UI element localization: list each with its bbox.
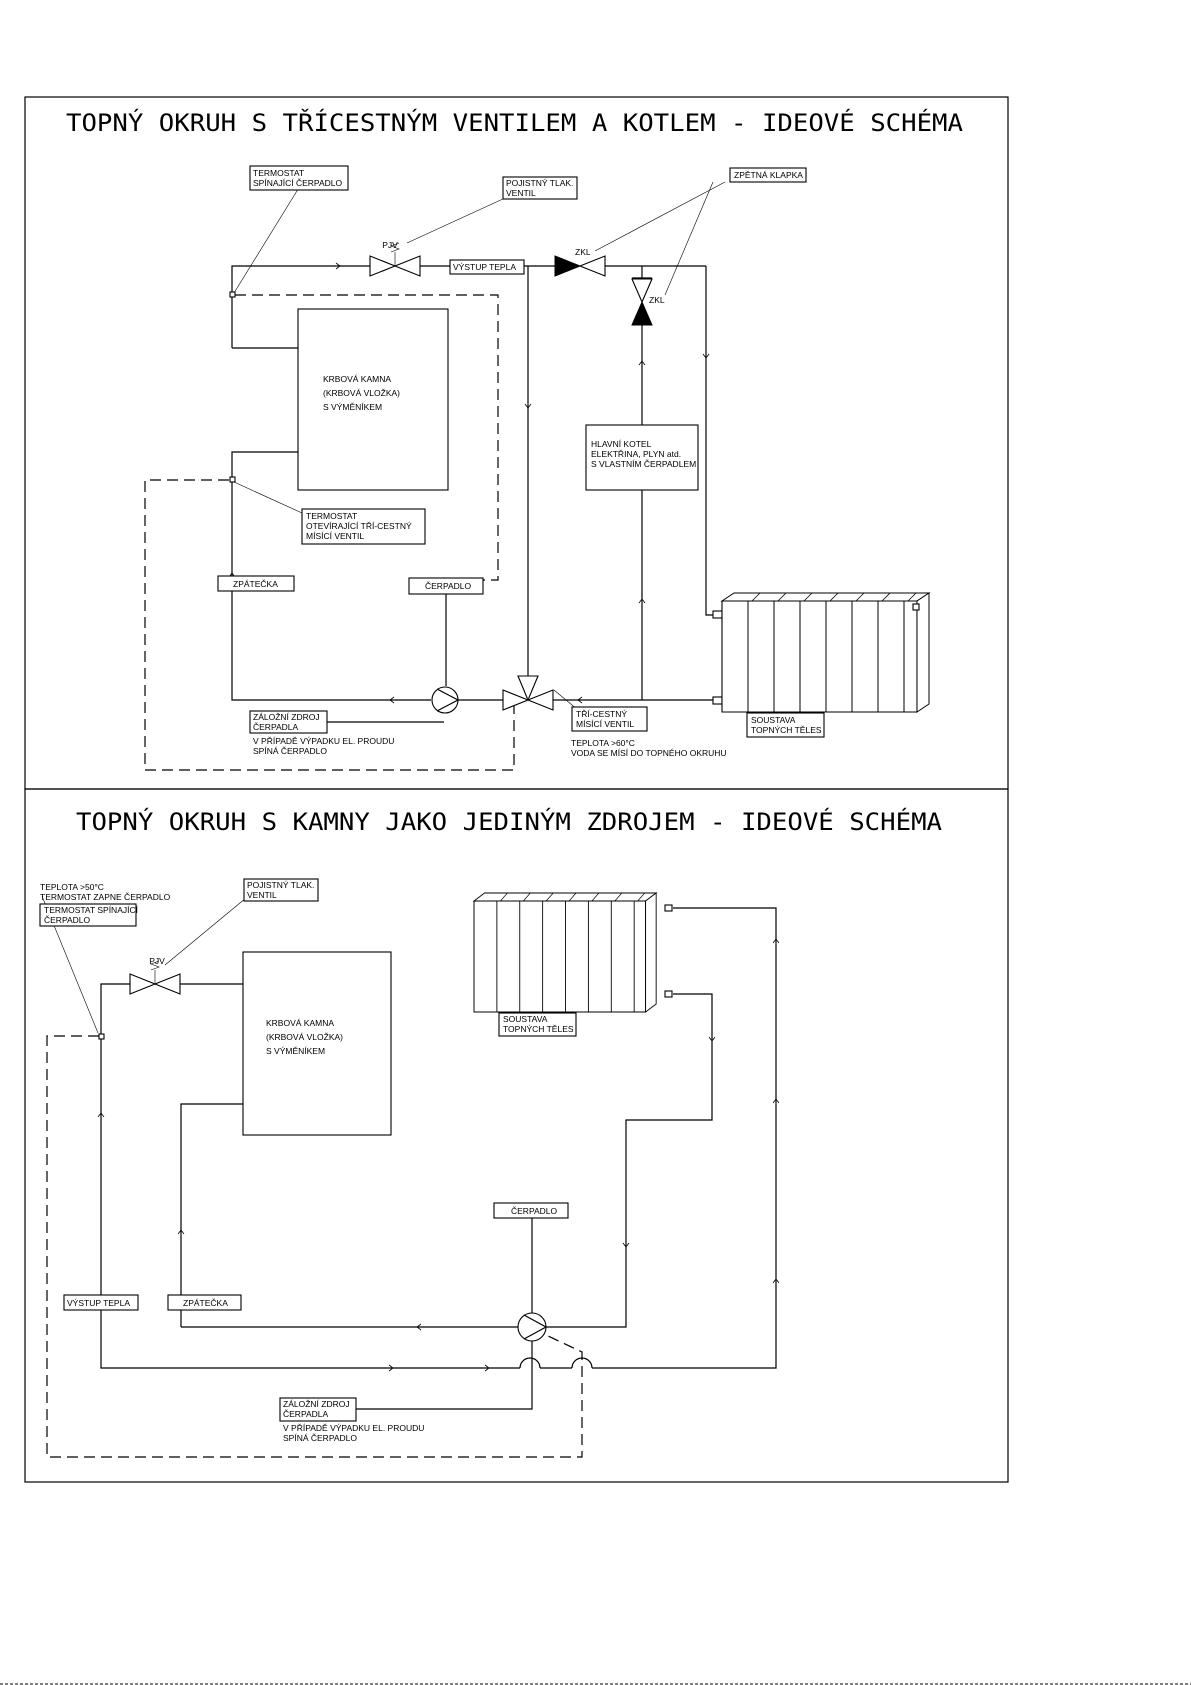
svg-text:SOUSTAVA: SOUSTAVA [751, 715, 796, 725]
diagram-2-safety-valve: PJV [129, 956, 181, 995]
diagram-1-boiler-line-1: HLAVNÍ KOTEL [591, 439, 652, 449]
diagram-1-fireplace: KRBOVÁ KAMNA (KRBOVÁ VLOŽKA) S VÝMĚNÍKEM [297, 308, 449, 491]
svg-text:MÍSÍCÍ VENTIL: MÍSÍCÍ VENTIL [576, 719, 634, 729]
svg-text:POJISTNÝ TLAK.: POJISTNÝ TLAK. [506, 178, 573, 188]
diagram-2-fireplace-line-2: (KRBOVÁ VLOŽKA) [266, 1032, 343, 1042]
diagram-1-label-three-way: TŘÍ-CESTNÝ MÍSÍCÍ VENTIL TEPLOTA >60°C V… [571, 706, 727, 758]
svg-text:ČERPADLA: ČERPADLA [283, 1409, 329, 1419]
svg-text:VÝSTUP TEPLA: VÝSTUP TEPLA [67, 1298, 130, 1308]
diagram-1-boiler-line-3: S VLASTNÍM ČERPADLEM [591, 459, 696, 469]
diagram-1-zkl-label-2: ZKL [649, 295, 665, 305]
svg-text:ZPÁTEČKA: ZPÁTEČKA [183, 1298, 228, 1308]
svg-text:TŘÍ-CESTNÝ: TŘÍ-CESTNÝ [576, 709, 627, 719]
diagram-1-label-check-valve: ZPĚTNÁ KLAPKA [729, 167, 807, 183]
diagram-1-label-radiators: SOUSTAVA TOPNÝCH TĚLES [746, 712, 825, 738]
diagram-1-check-valve-horizontal: ZKL [554, 247, 606, 277]
svg-text:TEPLOTA >60°C: TEPLOTA >60°C [571, 738, 635, 748]
svg-text:VENTIL: VENTIL [506, 188, 536, 198]
diagram-1-label-thermostat-pump: TERMOSTAT SPÍNAJÍCÍ ČERPADLO [249, 165, 349, 191]
diagram-1-label-thermostat-valve: TERMOSTAT OTEVÍRAJÍCÍ TŘÍ-CESTNÝ MÍSÍCÍ … [301, 508, 426, 545]
diagram-2-fireplace-line-3: S VÝMĚNÍKEM [266, 1046, 325, 1056]
diagram-2-pipes [100, 907, 777, 1410]
svg-text:ZÁLOŽNÍ ZDROJ: ZÁLOŽNÍ ZDROJ [283, 1399, 350, 1409]
diagram-2-thermostat-sensor [98, 1033, 105, 1040]
diagram-1-zkl-label-1: ZKL [575, 247, 591, 257]
diagram-1: TOPNÝ OKRUH S TŘÍCESTNÝM VENTILEM A KOTL… [24, 96, 1009, 790]
diagram-1-boiler: HLAVNÍ KOTEL ELEKTŘINA, PLYN atd. S VLAS… [585, 424, 699, 491]
diagram-1-check-valve-vertical: ZKL [631, 277, 665, 326]
svg-text:SPÍNÁ ČERPADLO: SPÍNÁ ČERPADLO [253, 746, 327, 756]
svg-text:VENTIL: VENTIL [247, 890, 277, 900]
diagram-2-label-thermostat-pump: TERMOSTAT SPÍNAJÍCÍ ČERPADLO [39, 903, 139, 927]
diagram-2-control-wiring [46, 1035, 583, 1458]
svg-text:SOUSTAVA: SOUSTAVA [503, 1014, 548, 1024]
svg-text:SPÍNAJÍCÍ ČERPADLO: SPÍNAJÍCÍ ČERPADLO [253, 178, 343, 188]
svg-text:MÍSÍCÍ VENTIL: MÍSÍCÍ VENTIL [306, 531, 364, 541]
diagram-2-title: TOPNÝ OKRUH S KAMNY JAKO JEDINÝM ZDROJEM… [76, 807, 943, 836]
diagram-1-thermostat-sensor-top [229, 291, 236, 298]
diagram-2-pjv-label: PJV [149, 956, 165, 966]
diagram-1-label-safety-valve: POJISTNÝ TLAK. VENTIL [502, 176, 578, 200]
diagram-2-label-backup: ZÁLOŽNÍ ZDROJ ČERPADLA V PŘÍPADĚ VÝPADKU… [279, 1397, 424, 1443]
diagram-2-label-pump: ČERPADLO [493, 1202, 569, 1219]
svg-text:ČERPADLO: ČERPADLO [511, 1206, 558, 1216]
svg-text:TERMOSTAT ZAPNE ČERPADLO: TERMOSTAT ZAPNE ČERPADLO [40, 892, 171, 902]
svg-text:TERMOSTAT: TERMOSTAT [306, 511, 357, 521]
diagram-1-label-pump: ČERPADLO [408, 577, 484, 595]
diagram-2-label-safety-valve: POJISTNÝ TLAK. VENTIL [243, 878, 319, 902]
diagram-2-flow-arrows [97, 938, 780, 1372]
diagram-1-control-wiring [144, 294, 515, 771]
svg-text:OTEVÍRAJÍCÍ TŘÍ-CESTNÝ: OTEVÍRAJÍCÍ TŘÍ-CESTNÝ [306, 521, 412, 531]
diagram-1-safety-valve: PJV [369, 240, 421, 277]
diagram-1-fireplace-line-1: KRBOVÁ KAMNA [323, 374, 391, 384]
diagram-1-leaders [233, 181, 726, 711]
diagram-1-flow-arrows [228, 262, 710, 704]
diagram-1-label-return: ZPÁTEČKA [217, 575, 295, 592]
diagram-1-fireplace-line-3: S VÝMĚNÍKEM [323, 402, 382, 412]
svg-text:V PŘÍPADĚ VÝPADKU EL. PROUDU: V PŘÍPADĚ VÝPADKU EL. PROUDU [253, 736, 394, 746]
diagram-1-label-backup: ZÁLOŽNÍ ZDROJ ČERPADLA V PŘÍPADĚ VÝPADKU… [249, 710, 394, 756]
svg-text:SPÍNÁ ČERPADLO: SPÍNÁ ČERPADLO [283, 1433, 357, 1443]
diagram-1-fireplace-line-2: (KRBOVÁ VLOŽKA) [323, 388, 400, 398]
diagram-1-title: TOPNÝ OKRUH S TŘÍCESTNÝM VENTILEM A KOTL… [66, 108, 964, 137]
svg-text:TOPNÝCH TĚLES: TOPNÝCH TĚLES [751, 725, 822, 735]
diagram-2-label-temp-note: TEPLOTA >50°C TERMOSTAT ZAPNE ČERPADLO [40, 882, 171, 902]
diagram-2-pump [517, 1312, 548, 1342]
svg-text:ZPĚTNÁ KLAPKA: ZPĚTNÁ KLAPKA [734, 170, 803, 180]
diagram-1-three-way-valve [502, 675, 554, 711]
svg-text:TOPNÝCH TĚLES: TOPNÝCH TĚLES [503, 1024, 574, 1034]
diagram-1-thermostat-sensor-return [229, 476, 236, 483]
svg-text:ČERPADLO: ČERPADLO [44, 915, 91, 925]
svg-text:V PŘÍPADĚ VÝPADKU EL. PROUDU: V PŘÍPADĚ VÝPADKU EL. PROUDU [283, 1423, 424, 1433]
svg-text:ČERPADLO: ČERPADLO [425, 581, 472, 591]
diagram-2-label-return: ZPÁTEČKA [167, 1294, 242, 1311]
svg-text:POJISTNÝ TLAK.: POJISTNÝ TLAK. [247, 880, 314, 890]
diagram-2-fireplace-line-1: KRBOVÁ KAMNA [266, 1018, 334, 1028]
svg-text:ČERPADLA: ČERPADLA [253, 722, 299, 732]
diagram-1-pump [431, 686, 460, 714]
diagram-1-pjv-label: PJV [382, 240, 398, 250]
diagram-2: TOPNÝ OKRUH S KAMNY JAKO JEDINÝM ZDROJEM… [24, 788, 1009, 1483]
diagram-1-pipes [231, 265, 722, 723]
diagram-1-radiators [712, 592, 930, 713]
svg-text:ZÁLOŽNÍ ZDROJ: ZÁLOŽNÍ ZDROJ [253, 712, 320, 722]
diagram-2-frame [24, 788, 1009, 1483]
diagram-1-label-heat-outlet: VÝSTUP TEPLA [449, 259, 525, 275]
svg-text:VODA SE MÍSÍ DO TOPNÉHO OKRUHU: VODA SE MÍSÍ DO TOPNÉHO OKRUHU [571, 748, 727, 758]
svg-text:TERMOSTAT SPÍNAJÍCÍ: TERMOSTAT SPÍNAJÍCÍ [44, 905, 139, 915]
svg-text:TEPLOTA >50°C: TEPLOTA >50°C [40, 882, 104, 892]
diagram-2-label-radiators: SOUSTAVA TOPNÝCH TĚLES [498, 1012, 577, 1037]
diagram-1-boiler-line-2: ELEKTŘINA, PLYN atd. [591, 449, 681, 459]
svg-text:VÝSTUP TEPLA: VÝSTUP TEPLA [453, 262, 516, 272]
diagram-2-fireplace: KRBOVÁ KAMNA (KRBOVÁ VLOŽKA) S VÝMĚNÍKEM [242, 951, 392, 1136]
diagram-2-label-heat-outlet: VÝSTUP TEPLA [63, 1294, 139, 1311]
diagram-2-radiators [473, 892, 673, 1013]
svg-text:TERMOSTAT: TERMOSTAT [253, 168, 304, 178]
svg-text:ZPÁTEČKA: ZPÁTEČKA [233, 579, 278, 589]
